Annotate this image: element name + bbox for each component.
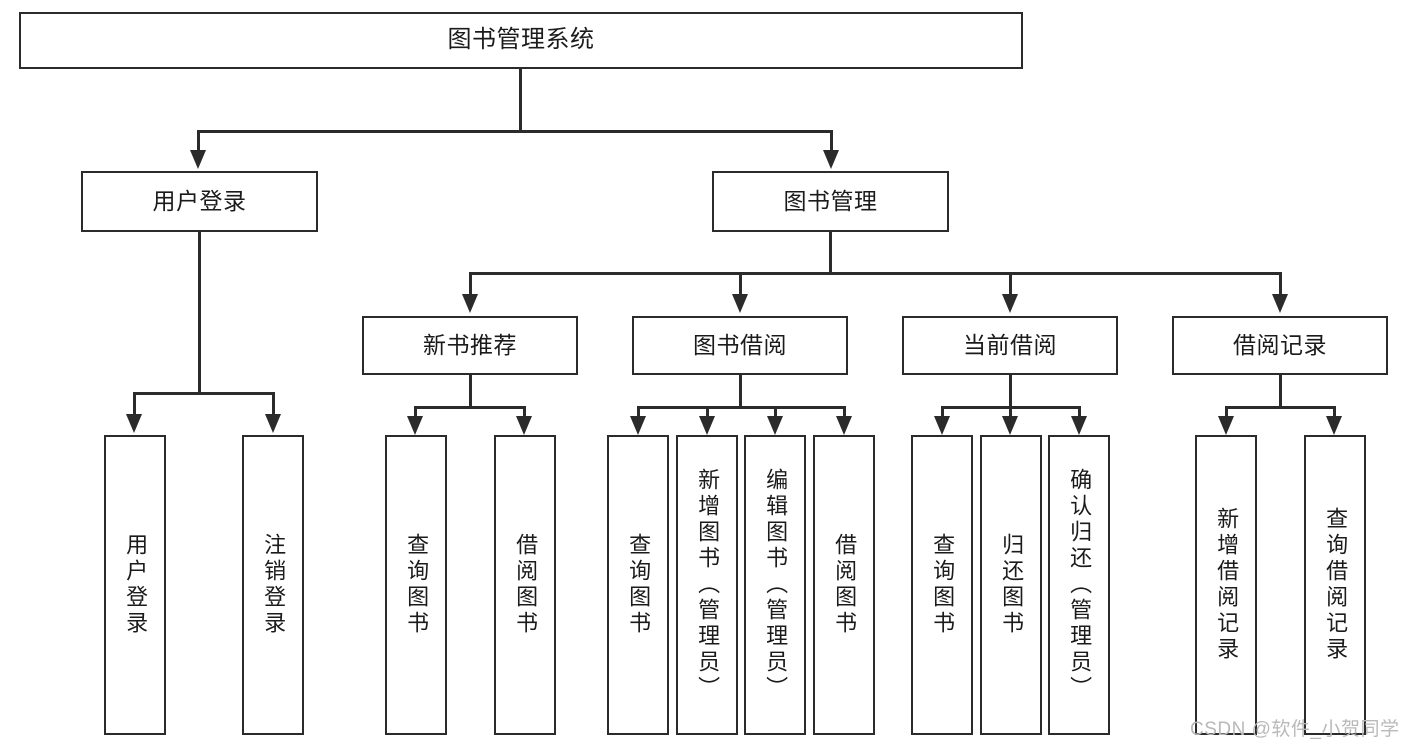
node-current-borrow[interactable]: 当前借阅: [902, 316, 1118, 375]
connector-bookborrow-drop-2: [706, 406, 709, 418]
leaf-borrowrecord-query-label: 查询借阅记录: [1323, 507, 1349, 663]
arrow-bookborrow-4: [836, 416, 852, 435]
leaf-bookborrow-borrow-label: 借阅图书: [832, 533, 858, 637]
connector-level3-drop-4: [1279, 272, 1282, 295]
arrow-newbook-1: [407, 416, 423, 435]
leaf-currentborrow-return-label: 归还图书: [999, 533, 1025, 637]
node-new-book-recommend[interactable]: 新书推荐: [362, 316, 578, 375]
leaf-currentborrow-query-label: 查询图书: [930, 533, 956, 637]
connector-level3-drop-1: [469, 272, 472, 295]
connector-root-stem: [519, 69, 522, 132]
leaf-newbook-query-label: 查询图书: [404, 533, 430, 637]
arrow-borrowrecord-2: [1326, 416, 1342, 435]
connector-level2-drop-1: [197, 130, 200, 151]
arrow-level2-1: [190, 150, 206, 169]
leaf-bookborrow-add[interactable]: 新增图书（管理员）: [676, 435, 738, 735]
leaf-borrowrecord-add-label: 新增借阅记录: [1214, 507, 1240, 663]
connector-bookmgmt-stem: [829, 232, 832, 274]
leaf-user-login-logout[interactable]: 注销登录: [242, 435, 304, 735]
connector-borrowrecord-bus: [1225, 406, 1336, 409]
arrow-bookborrow-1: [630, 416, 646, 435]
leaf-bookborrow-edit[interactable]: 编辑图书（管理员）: [744, 435, 806, 735]
arrow-bookborrow-2: [699, 416, 715, 435]
connector-bookborrow-drop-4: [843, 406, 846, 418]
connector-currentborrow-stem: [1009, 375, 1012, 408]
node-borrow-record[interactable]: 借阅记录: [1172, 316, 1388, 375]
arrow-bookborrow-3: [767, 416, 783, 435]
leaf-user-login-logout-label: 注销登录: [261, 533, 287, 637]
arrow-level3-3: [1002, 294, 1018, 313]
leaf-currentborrow-query[interactable]: 查询图书: [911, 435, 973, 735]
node-user-login[interactable]: 用户登录: [81, 171, 318, 232]
leaf-bookborrow-edit-label: 编辑图书（管理员）: [763, 468, 789, 702]
node-new-book-recommend-label: 新书推荐: [423, 331, 517, 358]
arrow-currentborrow-2: [1002, 416, 1018, 435]
node-current-borrow-label: 当前借阅: [963, 331, 1057, 358]
leaf-newbook-borrow-label: 借阅图书: [513, 533, 539, 637]
leaf-currentborrow-return[interactable]: 归还图书: [980, 435, 1042, 735]
connector-userlogin-drop-2: [272, 392, 275, 415]
connector-borrowrecord-drop-1: [1225, 406, 1228, 418]
leaf-currentborrow-confirm-label: 确认归还（管理员）: [1067, 468, 1093, 702]
arrow-level3-1: [462, 294, 478, 313]
node-user-login-label: 用户登录: [152, 187, 247, 214]
connector-level2-bus: [197, 130, 833, 133]
connector-level3-drop-2: [739, 272, 742, 295]
connector-newbook-drop-1: [414, 406, 417, 418]
connector-level3-drop-3: [1009, 272, 1012, 295]
node-book-borrow-label: 图书借阅: [693, 331, 787, 358]
connector-newbook-stem: [469, 375, 472, 408]
arrow-borrowrecord-1: [1218, 416, 1234, 435]
node-root-system[interactable]: 图书管理系统: [19, 12, 1023, 69]
connector-bookborrow-stem: [739, 375, 742, 408]
arrow-level3-2: [732, 294, 748, 313]
arrow-newbook-2: [516, 416, 532, 435]
connector-bookborrow-drop-3: [774, 406, 777, 418]
node-book-management-label: 图书管理: [783, 187, 878, 214]
arrow-userlogin-1: [126, 414, 142, 433]
connector-userlogin-bus: [133, 392, 275, 395]
node-book-management[interactable]: 图书管理: [712, 171, 949, 232]
leaf-user-login-login-label: 用户登录: [123, 533, 149, 637]
connector-currentborrow-drop-3: [1078, 406, 1081, 418]
arrow-level3-4: [1272, 294, 1288, 313]
connector-newbook-drop-2: [523, 406, 526, 418]
connector-bookborrow-bus: [637, 406, 845, 409]
leaf-currentborrow-confirm[interactable]: 确认归还（管理员）: [1048, 435, 1110, 735]
node-root-system-label: 图书管理系统: [447, 26, 595, 54]
leaf-newbook-query[interactable]: 查询图书: [385, 435, 447, 735]
arrow-userlogin-2: [265, 414, 281, 433]
leaf-borrowrecord-add[interactable]: 新增借阅记录: [1195, 435, 1257, 735]
connector-userlogin-stem: [198, 232, 201, 394]
connector-userlogin-drop-1: [133, 392, 136, 415]
node-borrow-record-label: 借阅记录: [1233, 331, 1327, 358]
node-book-borrow[interactable]: 图书借阅: [632, 316, 848, 375]
leaf-newbook-borrow[interactable]: 借阅图书: [494, 435, 556, 735]
leaf-bookborrow-borrow[interactable]: 借阅图书: [813, 435, 875, 735]
connector-bookborrow-drop-1: [637, 406, 640, 418]
csdn-watermark: CSDN @软件_小贺同学: [1190, 719, 1400, 740]
leaf-bookborrow-add-label: 新增图书（管理员）: [695, 468, 721, 702]
connector-level2-drop-2: [830, 130, 833, 151]
leaf-bookborrow-query[interactable]: 查询图书: [607, 435, 669, 735]
leaf-user-login-login[interactable]: 用户登录: [104, 435, 166, 735]
connector-borrowrecord-drop-2: [1333, 406, 1336, 418]
connector-currentborrow-drop-2: [1009, 406, 1012, 418]
arrow-currentborrow-1: [934, 416, 950, 435]
leaf-bookborrow-query-label: 查询图书: [626, 533, 652, 637]
connector-newbook-bus: [414, 406, 526, 409]
leaf-borrowrecord-query[interactable]: 查询借阅记录: [1304, 435, 1366, 735]
connector-currentborrow-drop-1: [941, 406, 944, 418]
connector-borrowrecord-stem: [1279, 375, 1282, 408]
connector-level3-bus: [469, 272, 1281, 275]
arrow-level2-2: [823, 150, 839, 169]
arrow-currentborrow-3: [1071, 416, 1087, 435]
